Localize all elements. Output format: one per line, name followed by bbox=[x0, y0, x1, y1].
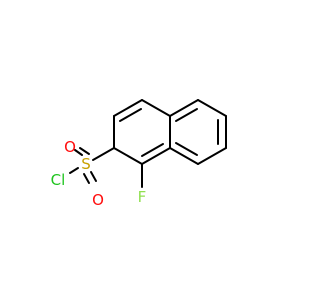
fluorine-label: F bbox=[138, 188, 147, 206]
bond-c1-c2 bbox=[113, 147, 143, 165]
bond-c8-c8a-inner bbox=[175, 142, 198, 156]
bond-c7-c8 bbox=[197, 147, 227, 165]
sulfur-label: S bbox=[81, 155, 91, 173]
bond-c4a-c5-inner bbox=[175, 108, 198, 122]
bond-c3-c4 bbox=[113, 99, 143, 117]
bond-s-o-bottom-a bbox=[83, 173, 90, 184]
bond-s-o-top-a bbox=[74, 149, 83, 156]
bond-c8-c8a bbox=[169, 147, 199, 165]
bond-s-o-bottom-b bbox=[90, 171, 97, 182]
oxygen-bottom-label: O bbox=[92, 191, 104, 209]
bond-c5-c6 bbox=[197, 99, 227, 117]
oxygen-top-label: O bbox=[64, 138, 76, 156]
bond-c4a-c5 bbox=[169, 99, 199, 117]
chlorine-label: Cl bbox=[51, 171, 66, 189]
bond-c4-c4a bbox=[141, 99, 171, 117]
molecule-structure: F S Cl O O bbox=[51, 99, 227, 209]
bond-c3-c4-inner bbox=[119, 108, 142, 122]
bond-s-o-top-b bbox=[79, 147, 90, 155]
bond-s-cl bbox=[69, 167, 79, 174]
substituted-ring bbox=[113, 99, 171, 165]
bond-c8a-c1 bbox=[141, 147, 171, 165]
fused-ring bbox=[169, 99, 227, 165]
bond-c8a-c1-inner bbox=[141, 143, 164, 157]
bond-c2-s bbox=[92, 147, 115, 161]
